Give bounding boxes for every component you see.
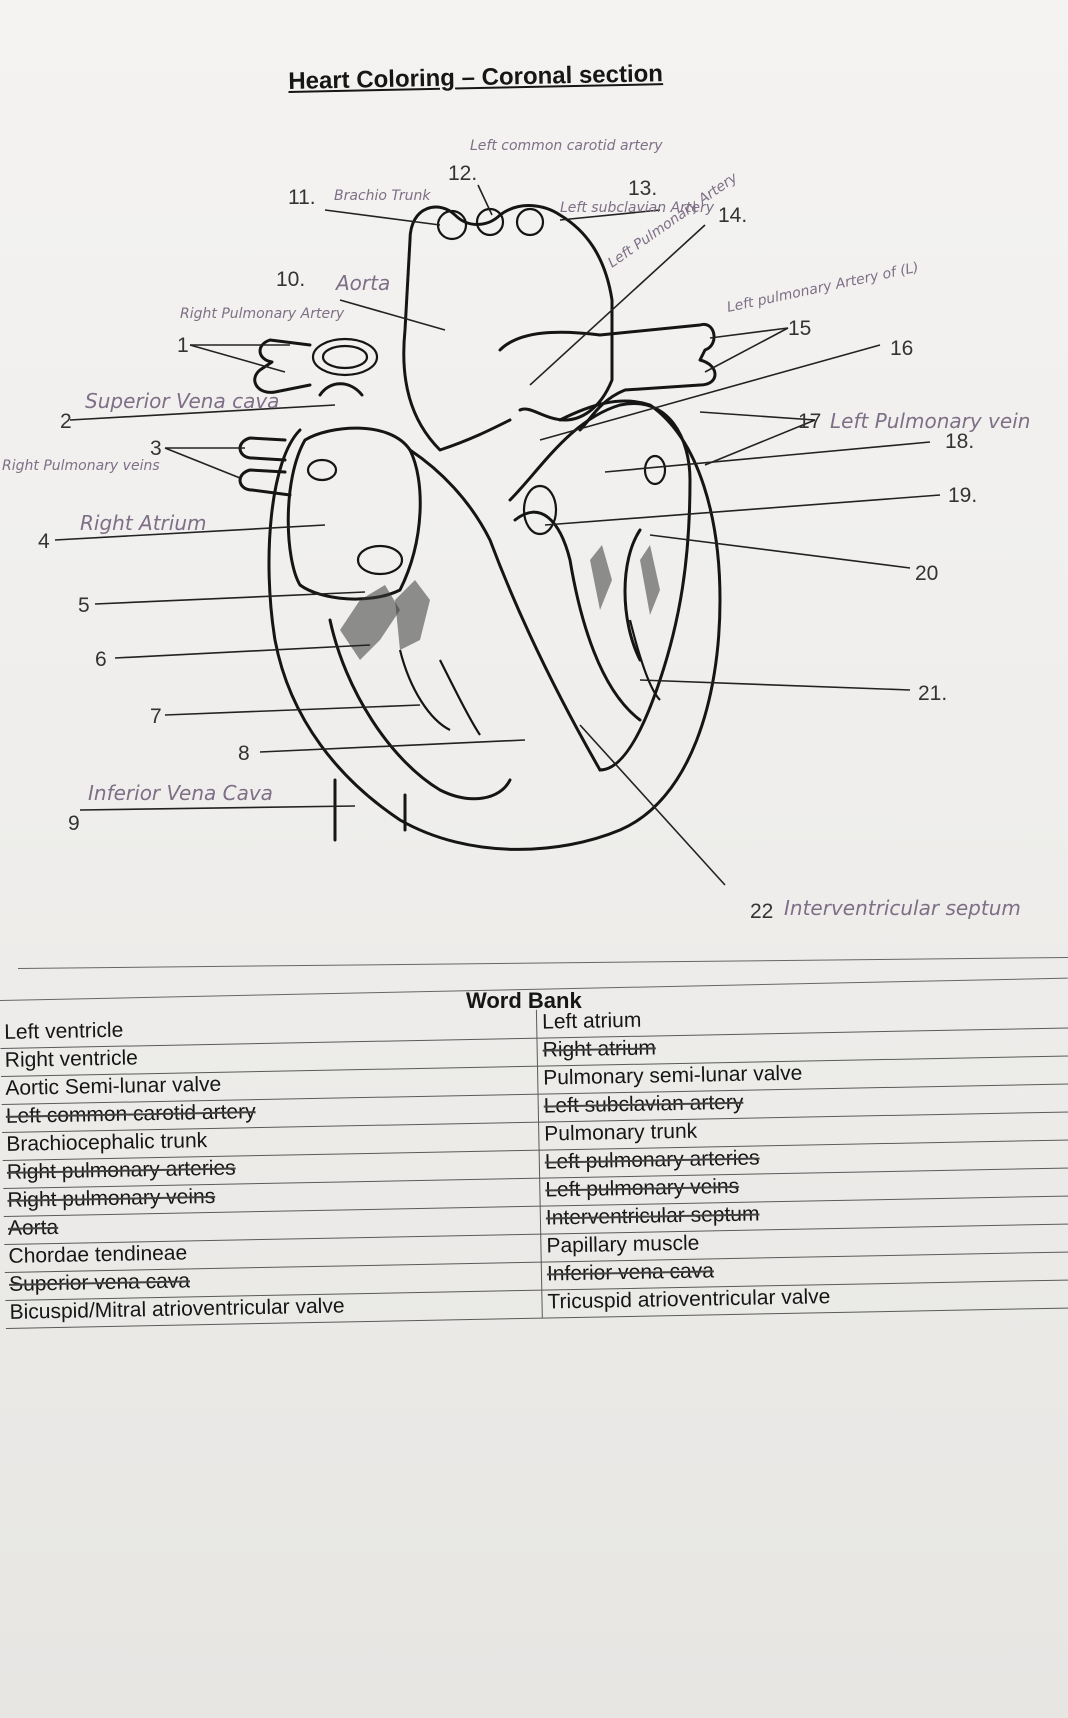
label-number: 19. — [948, 484, 977, 507]
word-bank-term: Tricuspid atrioventricular valve — [547, 1285, 831, 1314]
answer-10: Aorta — [334, 271, 390, 295]
label-number: 6 — [95, 648, 107, 671]
label-number: 10. — [276, 268, 305, 291]
label-number: 8 — [238, 742, 250, 765]
answer-15: Left pulmonary Artery of (L) — [726, 260, 921, 316]
word-bank-term: Aorta — [7, 1215, 59, 1240]
word-bank-term: Pulmonary semi-lunar valve — [542, 1061, 803, 1090]
label-number: 17 — [798, 410, 821, 433]
word-bank-term: Interventricular septum — [545, 1202, 760, 1230]
heart-diagram: 1 2 3 4 5 6 7 8 9 10. 11. 12. 13. 14. 15… — [2, 138, 1030, 923]
word-bank-term: Inferior vena cava — [546, 1259, 715, 1286]
word-bank-term: Left common carotid artery — [5, 1100, 256, 1128]
word-bank-term: Brachiocephalic trunk — [6, 1129, 208, 1156]
leader-lines — [54, 184, 941, 886]
label-numbers: 1 2 3 4 5 6 7 8 9 10. 11. 12. 13. 14. 15… — [38, 162, 977, 923]
word-bank-term: Right pulmonary veins — [7, 1184, 216, 1212]
label-number: 22 — [750, 900, 773, 923]
label-number: 5 — [78, 594, 90, 617]
word-bank-term: Chordae tendineae — [8, 1241, 188, 1268]
label-number: 11. — [288, 186, 316, 209]
word-bank-term: Left subclavian artery — [543, 1090, 744, 1118]
answer-2: Superior Vena cava — [85, 389, 279, 413]
answer-1: Right Pulmonary Artery — [180, 306, 345, 322]
answer-9: Inferior Vena Cava — [88, 781, 273, 805]
word-bank-term: Papillary muscle — [546, 1231, 700, 1258]
label-number: 15 — [788, 317, 811, 340]
label-number: 13. — [628, 177, 657, 200]
heart-drawing — [238, 204, 722, 851]
word-bank-term: Left atrium — [541, 1008, 642, 1034]
word-bank-term: Left pulmonary arteries — [544, 1146, 760, 1174]
word-bank-term: Superior vena cava — [8, 1269, 191, 1296]
label-number: 4 — [38, 530, 50, 553]
label-number: 12. — [448, 162, 477, 185]
label-number: 9 — [68, 812, 80, 835]
word-bank-term: Right atrium — [542, 1036, 657, 1062]
label-number: 16 — [890, 337, 913, 360]
word-bank-term: Bicuspid/Mitral atrioventricular valve — [9, 1294, 345, 1324]
label-number: 20 — [915, 562, 938, 585]
answer-22: Interventricular septum — [784, 896, 1021, 920]
handwritten-answers: Right Pulmonary Artery Superior Vena cav… — [2, 138, 1030, 920]
word-bank-term: Pulmonary trunk — [544, 1119, 698, 1146]
answer-3: Right Pulmonary veins — [2, 458, 160, 474]
word-bank-term: Left ventricle — [4, 1018, 124, 1044]
label-number: 14. — [718, 204, 747, 227]
word-bank-term: Aortic Semi-lunar valve — [5, 1072, 222, 1100]
label-number: 7 — [150, 705, 162, 728]
word-bank-term: Left pulmonary veins — [545, 1174, 740, 1202]
answer-12: Left common carotid artery — [470, 138, 663, 154]
label-number: 2 — [60, 410, 72, 433]
label-number: 21. — [918, 682, 947, 705]
answer-11: Brachio Trunk — [334, 188, 431, 204]
answer-4: Right Atrium — [80, 511, 206, 535]
word-bank-term: Right pulmonary arteries — [6, 1156, 236, 1184]
answer-13: Left subclavian Artery — [560, 200, 715, 216]
word-bank-title: Word Bank — [466, 988, 582, 1013]
label-number: 18. — [945, 430, 974, 453]
label-number: 1 — [177, 334, 189, 357]
label-number: 3 — [150, 437, 162, 460]
word-bank-term: Right ventricle — [4, 1046, 139, 1072]
answer-17: Left Pulmonary vein — [830, 409, 1030, 433]
